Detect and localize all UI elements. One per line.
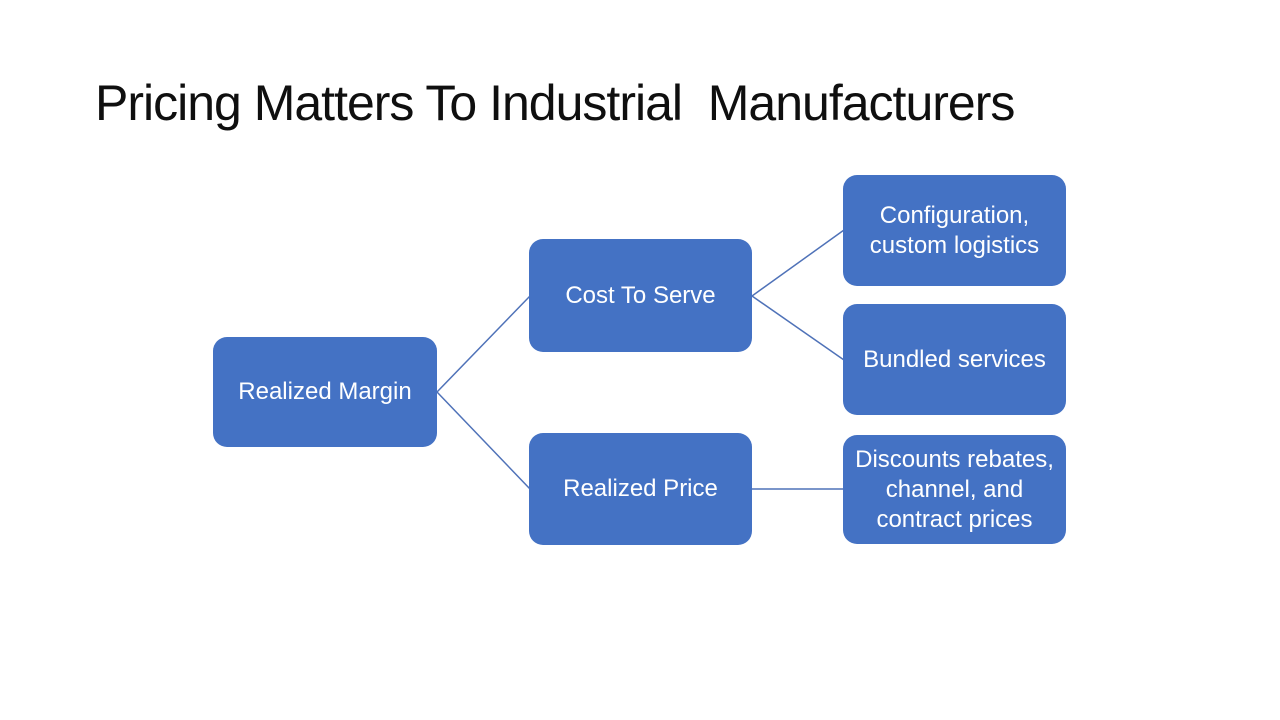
node-bundled-services: Bundled services — [843, 304, 1066, 415]
node-configuration-custom-logistics: Configuration, custom logistics — [843, 175, 1066, 286]
slide-title: Pricing Matters To Industrial Manufactur… — [95, 75, 1015, 131]
connector-cost-to-serve-to-bundled-services — [751, 295, 845, 361]
connector-realized-margin-to-realized-price — [436, 391, 531, 490]
node-discounts-rebates-label: Discounts rebates, channel, and contract… — [855, 445, 1054, 533]
node-realized-price: Realized Price — [529, 433, 752, 545]
connector-cost-to-serve-to-configuration — [751, 229, 845, 297]
node-configuration-custom-logistics-label: Configuration, custom logistics — [869, 201, 1040, 259]
node-realized-price-label: Realized Price — [563, 475, 718, 502]
node-cost-to-serve-label: Cost To Serve — [565, 281, 716, 309]
connector-realized-margin-to-cost-to-serve — [436, 295, 531, 393]
node-bundled-services-label: Bundled services — [863, 345, 1046, 373]
node-discounts-rebates: Discounts rebates, channel, and contract… — [843, 435, 1066, 544]
node-realized-margin: Realized Margin — [213, 337, 437, 447]
node-realized-margin-label: Realized Margin — [238, 378, 412, 405]
node-cost-to-serve: Cost To Serve — [529, 239, 752, 352]
